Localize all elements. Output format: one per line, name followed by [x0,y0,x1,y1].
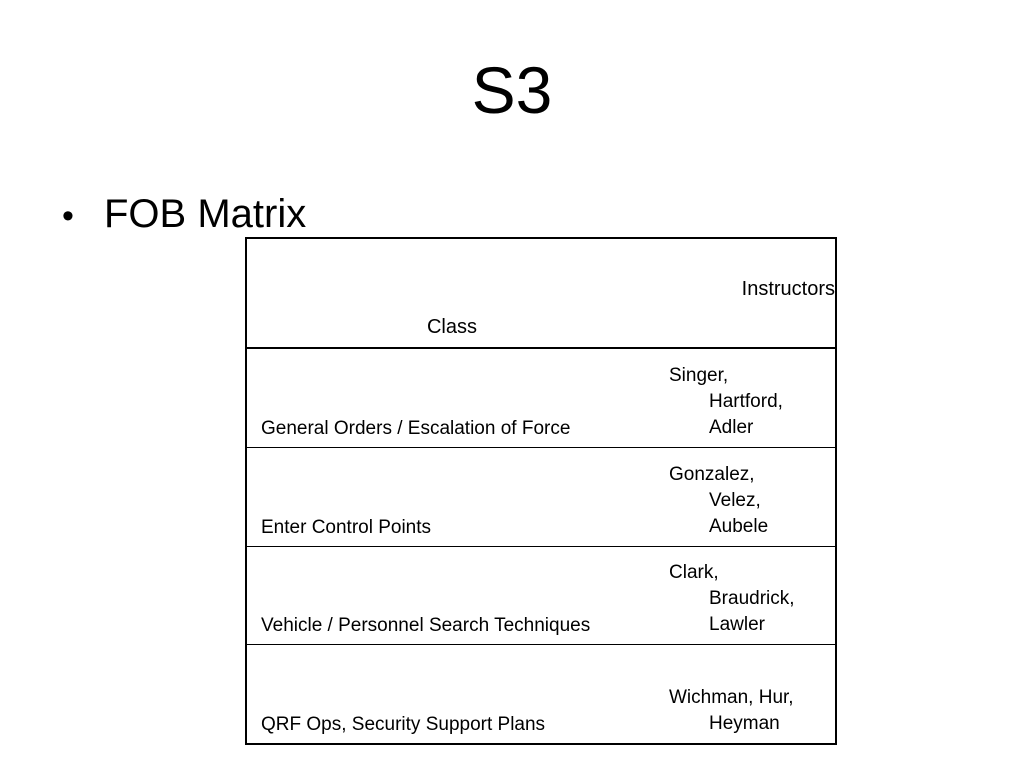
instructor-line: Aubele [709,515,769,537]
table-row: QRF Ops, Security Support Plans Wichman,… [247,644,835,743]
instructor-line: Adler [709,416,754,438]
instructor-line: Clark, [669,562,719,584]
instructors-cell: Clark, Braudrick, Lawler [657,547,835,645]
table-row: Enter Control Points Gonzalez, Velez, Au… [247,446,835,546]
instructor-line: Braudrick, [709,588,795,610]
class-cell: Vehicle / Personnel Search Techniques [261,615,591,637]
instructor-line: Singer, [669,364,729,386]
table-row: Vehicle / Personnel Search Techniques Cl… [247,545,835,645]
instructor-line: Lawler [709,614,765,636]
table-row: General Orders / Escalation of Force Sin… [247,348,835,447]
instructor-line: Gonzalez, [669,463,755,485]
instructor-line: Wichman, Hur, [669,687,794,708]
bullet-text: FOB Matrix [104,192,307,236]
class-cell: QRF Ops, Security Support Plans [261,714,546,735]
instructors-cell: Singer, Hartford, Adler [657,349,835,447]
class-column-header: Class [426,316,477,338]
table-header-row: Class Instructors [247,239,835,348]
instructors-cell: Wichman, Hur, Heyman [657,645,835,743]
fob-matrix-table: Class Instructors General Orders / Escal… [245,237,837,745]
instructors-column-header: Instructors [741,278,835,300]
bullet-item: • FOB Matrix [62,192,306,237]
instructors-cell: Gonzalez, Velez, Aubele [657,448,835,546]
slide-title: S3 [471,53,553,127]
class-cell: Enter Control Points [261,516,432,538]
bullet-icon: • [62,197,74,235]
instructor-line: Velez, [709,489,761,511]
instructor-line: Hartford, [709,390,783,412]
instructor-line: Heyman [709,713,780,734]
class-cell: General Orders / Escalation of Force [261,417,571,439]
